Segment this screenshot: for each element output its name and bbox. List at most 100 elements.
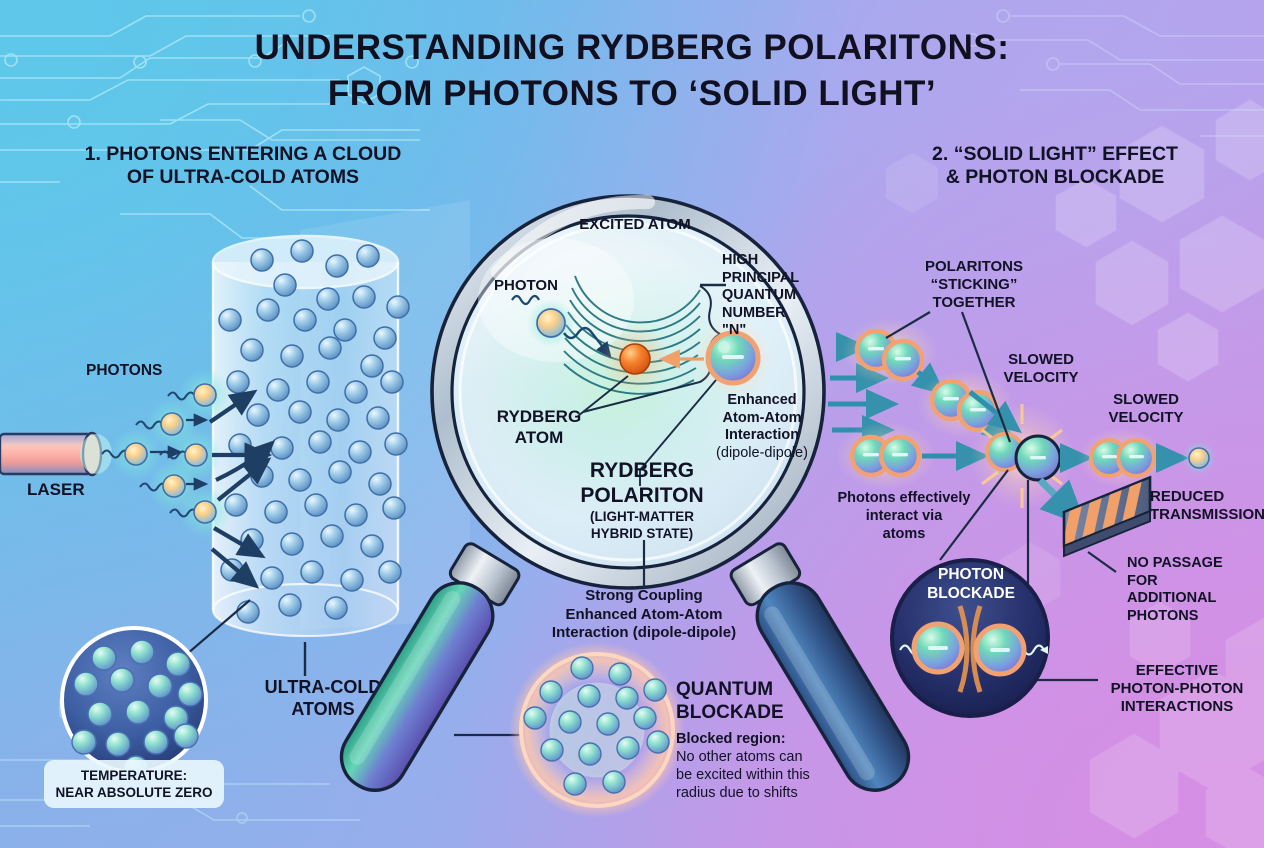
leader-photon-blockade (939, 469, 1009, 561)
coupling-caption: Strong Coupling Enhanced Atom-Atom Inter… (524, 587, 764, 643)
section-right-line2: & PHOTON BLOCKADE (945, 166, 1165, 188)
photon-label-lens: PHOTON (494, 277, 558, 294)
ei-line1: EFFECTIVE (1135, 662, 1219, 679)
interaction-line2: Atom-Atom (722, 409, 802, 426)
ultracold-inset (60, 626, 208, 781)
lens-photon (511, 294, 612, 358)
sticking-label: POLARITONS “STICKING” TOGETHER (913, 258, 1035, 312)
photons-label: PHOTONS (86, 362, 163, 379)
photon-blockade-inset (890, 558, 1050, 718)
laser-label: LASER (27, 480, 85, 499)
slowed-1-line1: SLOWED (1008, 351, 1074, 368)
leader-no-passage (1087, 551, 1117, 573)
np-line4: PHOTONS (1127, 607, 1199, 624)
slowed-velocity-label-2: SLOWED VELOCITY (1092, 391, 1200, 427)
rydberg-atom-line1: RYDBERG (496, 407, 582, 426)
effective-interactions-label: EFFECTIVE PHOTON-PHOTON INTERACTIONS (1092, 662, 1262, 716)
pb-inset-line1: PHOTON (937, 566, 1005, 583)
qb-body-line2: be excited within this (676, 767, 810, 783)
coupling-line3: Interaction (dipole-dipole) (551, 624, 737, 641)
np-line3: ADDITIONAL (1127, 590, 1217, 606)
ultracold-label-line2: ATOMS (291, 699, 355, 719)
laser-device (0, 431, 112, 477)
reduced-transmission-label: REDUCED TRANSMISSION (1150, 488, 1264, 524)
ultracold-atoms-label: ULTRA-COLD ATOMS (243, 676, 403, 720)
photon-blockade-inset-label: PHOTON BLOCKADE (913, 565, 1029, 603)
rydberg-polariton-label: RYDBERG POLARITON (LIGHT-MATTER HYBRID S… (548, 458, 736, 542)
qn-line4: NUMBER (722, 304, 786, 321)
temperature-badge-line1: TEMPERATURE: (80, 768, 188, 783)
temperature-badge: TEMPERATURE: NEAR ABSOLUTE ZERO (44, 760, 224, 808)
qn-line2: PRINCIPAL (722, 269, 800, 286)
leader-rydberg-atom (577, 375, 629, 417)
collision-node (970, 404, 1074, 508)
pb-inset-line2: BLOCKADE (927, 585, 1015, 602)
leader-sticking-1 (885, 311, 931, 339)
qb-body-line1: No other atoms can (676, 749, 803, 765)
leader-cylinder-to-inset (179, 599, 251, 661)
ei-line3: INTERACTIONS (1120, 698, 1234, 715)
page-title-line2: FROM PHOTONS TO ‘SOLID LIGHT’ (327, 74, 937, 113)
polariton-pair-out (1078, 428, 1166, 488)
qb-title-line1: QUANTUM (676, 679, 774, 700)
sticking-line3: TOGETHER (932, 294, 1016, 311)
section-right-line1: 2. “SOLID LIGHT” EFFECT (932, 143, 1178, 165)
quantum-blockade-body: Blocked region: No other atoms can be ex… (676, 730, 856, 802)
section-left-line2: OF ULTRA-COLD ATOMS (126, 166, 360, 188)
interact-line3: atoms (882, 526, 926, 542)
magnifier-handle-left (339, 542, 521, 792)
slowed-1-line2: VELOCITY (1003, 369, 1079, 386)
qb-body-bold: Blocked region: (676, 731, 786, 747)
coupling-line2: Enhanced Atom-Atom (565, 605, 723, 623)
cylinder-atoms (218, 239, 410, 624)
excited-atom-label: EXCITED ATOM (579, 216, 691, 233)
section-left-line1: 1. PHOTONS ENTERING A CLOUD (84, 143, 402, 165)
rt-line2: TRANSMISSION (1150, 506, 1264, 523)
quantum-blockade-title: QUANTUM BLOCKADE (676, 678, 806, 724)
qn-line1: HIGH (722, 252, 759, 268)
rydberg-atom-line2: ATOM (514, 428, 564, 447)
interaction-line4: (dipole-dipole) (716, 444, 808, 461)
temperature-badge-line2: NEAR ABSOLUTE ZERO (55, 785, 213, 800)
page-title-line1: UNDERSTANDING RYDBERG POLARITONS: (254, 28, 1010, 67)
quantum-number-label: HIGH PRINCIPAL QUANTUM NUMBER "n" (722, 252, 826, 340)
interaction-line3: Interaction (724, 427, 800, 443)
cloud-entry-arrows (208, 389, 276, 589)
rydberg-atom-node (601, 325, 669, 393)
slowed-velocity-label-1: SLOWED VELOCITY (987, 351, 1095, 387)
qn-line5: "n" (722, 322, 747, 338)
qb-title-line2: BLOCKADE (676, 702, 784, 723)
slowed-velocity-arrow (968, 390, 1022, 434)
polariton-pair-3 (836, 422, 936, 490)
np-line1: NO PASSAGE (1127, 555, 1223, 571)
coupling-line1: Strong Coupling (585, 587, 703, 604)
slowed-2-line1: SLOWED (1113, 391, 1179, 408)
single-output-photon (1182, 441, 1216, 475)
interact-line1: Photons effectively (837, 490, 971, 506)
polariton-sub-line1: (LIGHT-MATTER (590, 509, 694, 524)
qn-line3: QUANTUM (722, 287, 797, 303)
qb-body-line3: radius due to shifts (676, 785, 798, 801)
polariton-title-line1: RYDBERG (589, 459, 695, 482)
no-passage-label: NO PASSAGE FOR ADDITIONAL PHOTONS (1127, 555, 1257, 625)
atom-interaction-label: Enhanced Atom-Atom Interaction (dipole-d… (697, 392, 827, 462)
polariton-title-line2: POLARITON (580, 484, 704, 507)
leader-polariton (639, 379, 717, 471)
interaction-line1: Enhanced (727, 392, 797, 408)
sticking-line2: “STICKING” (930, 276, 1018, 293)
section-heading-left: 1. PHOTONS ENTERING A CLOUD OF ULTRA-COL… (48, 143, 438, 189)
slowed-2-line2: VELOCITY (1108, 409, 1184, 426)
incoming-photons (101, 369, 231, 538)
barrier-icon (1062, 475, 1152, 558)
rt-line1: REDUCED (1150, 488, 1225, 505)
magnifier-handle-right (729, 542, 911, 792)
polariton-sub-line2: HYBRID STATE) (590, 525, 694, 541)
ei-line2: PHOTON-PHOTON (1110, 680, 1244, 697)
blockade-atoms (523, 656, 670, 796)
